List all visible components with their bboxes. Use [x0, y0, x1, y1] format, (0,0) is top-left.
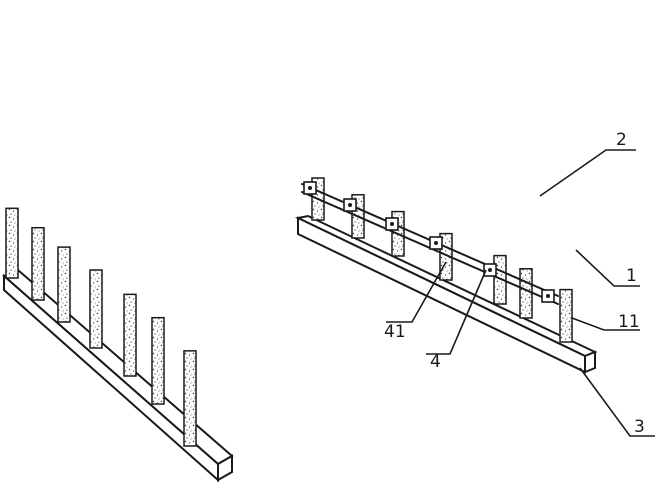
- arch-tube-7-body: [184, 74, 572, 446]
- callout-4: 4: [430, 352, 441, 372]
- callout-leaders: [386, 149, 655, 437]
- left-leg-infill-5: [123, 293, 137, 377]
- right-leg-infill-6: [519, 268, 533, 319]
- arch-tube-5-body: [124, 56, 506, 376]
- clamp-bolt-5: [488, 268, 492, 272]
- clamp-bolt-4: [434, 241, 438, 245]
- callout-41: 41: [384, 322, 406, 342]
- right-foundation-rail: [294, 214, 598, 374]
- clamp-bolt-2: [348, 203, 352, 207]
- callout-labels: 2 1 11 3 4 41: [384, 130, 645, 437]
- beam-clamps: [303, 181, 555, 303]
- arch-tubes-front: [6, 4, 572, 446]
- left-leg-infill-7: [183, 350, 197, 447]
- callout-11: 11: [618, 312, 640, 332]
- clamp-bolt-1: [308, 186, 312, 190]
- left-leg-infill-3: [57, 246, 71, 323]
- left-leg-infill-4: [89, 269, 103, 349]
- left-foundation-rail: [2, 268, 234, 483]
- left-leg-infill-1: [5, 207, 19, 279]
- left-leg-infill-6: [151, 316, 165, 405]
- right-leg-infill-7: [559, 288, 573, 343]
- arch-tube-4-body: [90, 42, 452, 348]
- right-leg-infill-5: [493, 254, 507, 305]
- connecting-beam: [301, 181, 559, 305]
- clamp-bolt-3: [390, 222, 394, 226]
- arch-tube-6-body: [152, 66, 532, 404]
- callout-1: 1: [626, 266, 637, 286]
- clamp-bolt-6: [546, 294, 550, 298]
- callout-3: 3: [634, 417, 645, 437]
- left-leg-infill-2: [31, 226, 45, 301]
- callout-2: 2: [616, 130, 627, 150]
